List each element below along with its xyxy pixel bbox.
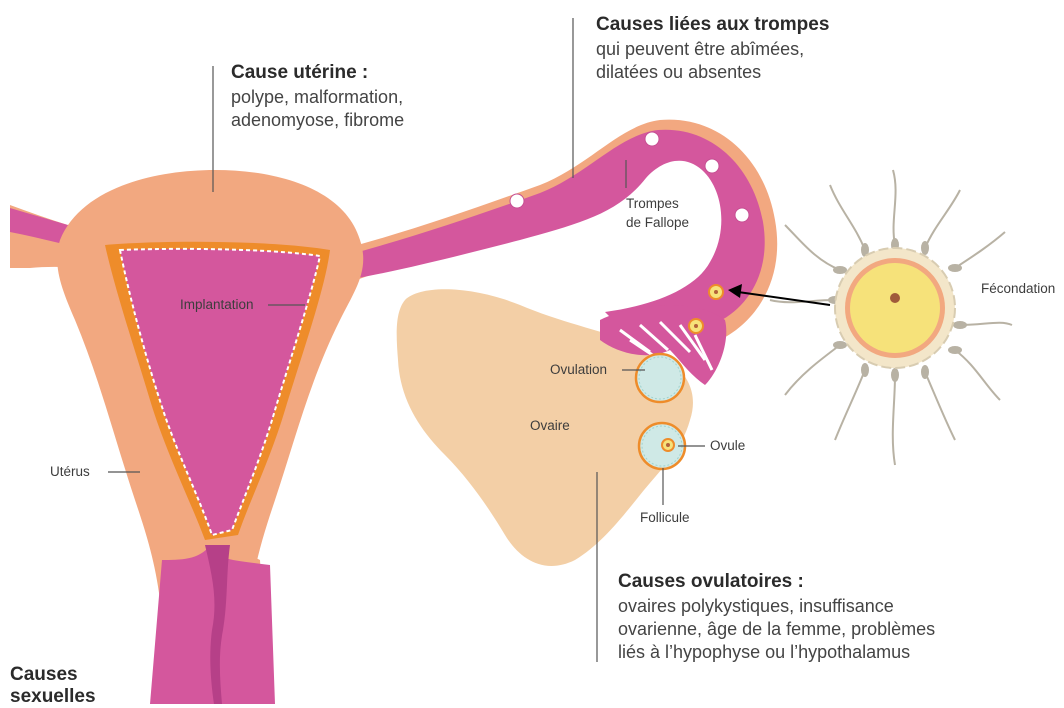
label-fecondation: Fécondation (981, 281, 1055, 296)
label-trompes-line-1: Trompes (626, 194, 689, 213)
cause-uterine-line-2: adenomyose, fibrome (231, 109, 404, 132)
causes-ovulatoires-line-2: ovarienne, âge de la femme, problèmes (618, 618, 935, 641)
label-ovaire: Ovaire (530, 418, 570, 433)
causes-ovulatoires-title: Causes ovulatoires : (618, 571, 935, 593)
causes-sexuelles-line-2: sexuelles (10, 686, 96, 708)
label-trompes: Trompes de Fallope (626, 194, 689, 232)
causes-ovulatoires-block: Causes ovulatoires : ovaires polykystiqu… (618, 571, 935, 664)
causes-trompes-block: Causes liées aux trompes qui peuvent êtr… (596, 14, 829, 84)
label-ovulation: Ovulation (550, 362, 607, 377)
causes-trompes-line-2: dilatées ou absentes (596, 61, 829, 84)
cause-uterine-block: Cause utérine : polype, malformation, ad… (231, 62, 404, 132)
causes-sexuelles-line-1: Causes (10, 664, 96, 686)
cause-uterine-title: Cause utérine : (231, 62, 404, 84)
follicle-ovulation (636, 354, 684, 402)
label-implantation: Implantation (180, 297, 254, 312)
label-trompes-line-2: de Fallope (626, 213, 689, 232)
right-tube-inner (320, 130, 765, 338)
fecondation-egg (835, 248, 955, 368)
causes-trompes-title: Causes liées aux trompes (596, 14, 829, 36)
cause-uterine-line-1: polype, malformation, (231, 86, 404, 109)
causes-ovulatoires-line-1: ovaires polykystiques, insuffisance (618, 595, 935, 618)
causes-ovulatoires-line-3: liés à l’hypophyse ou l’hypothalamus (618, 641, 935, 664)
causes-sexuelles-block: Causes sexuelles (10, 664, 96, 708)
causes-trompes-line-1: qui peuvent être abîmées, (596, 38, 829, 61)
label-uterus: Utérus (50, 464, 90, 479)
label-follicule: Follicule (640, 510, 690, 525)
label-ovule: Ovule (710, 438, 745, 453)
